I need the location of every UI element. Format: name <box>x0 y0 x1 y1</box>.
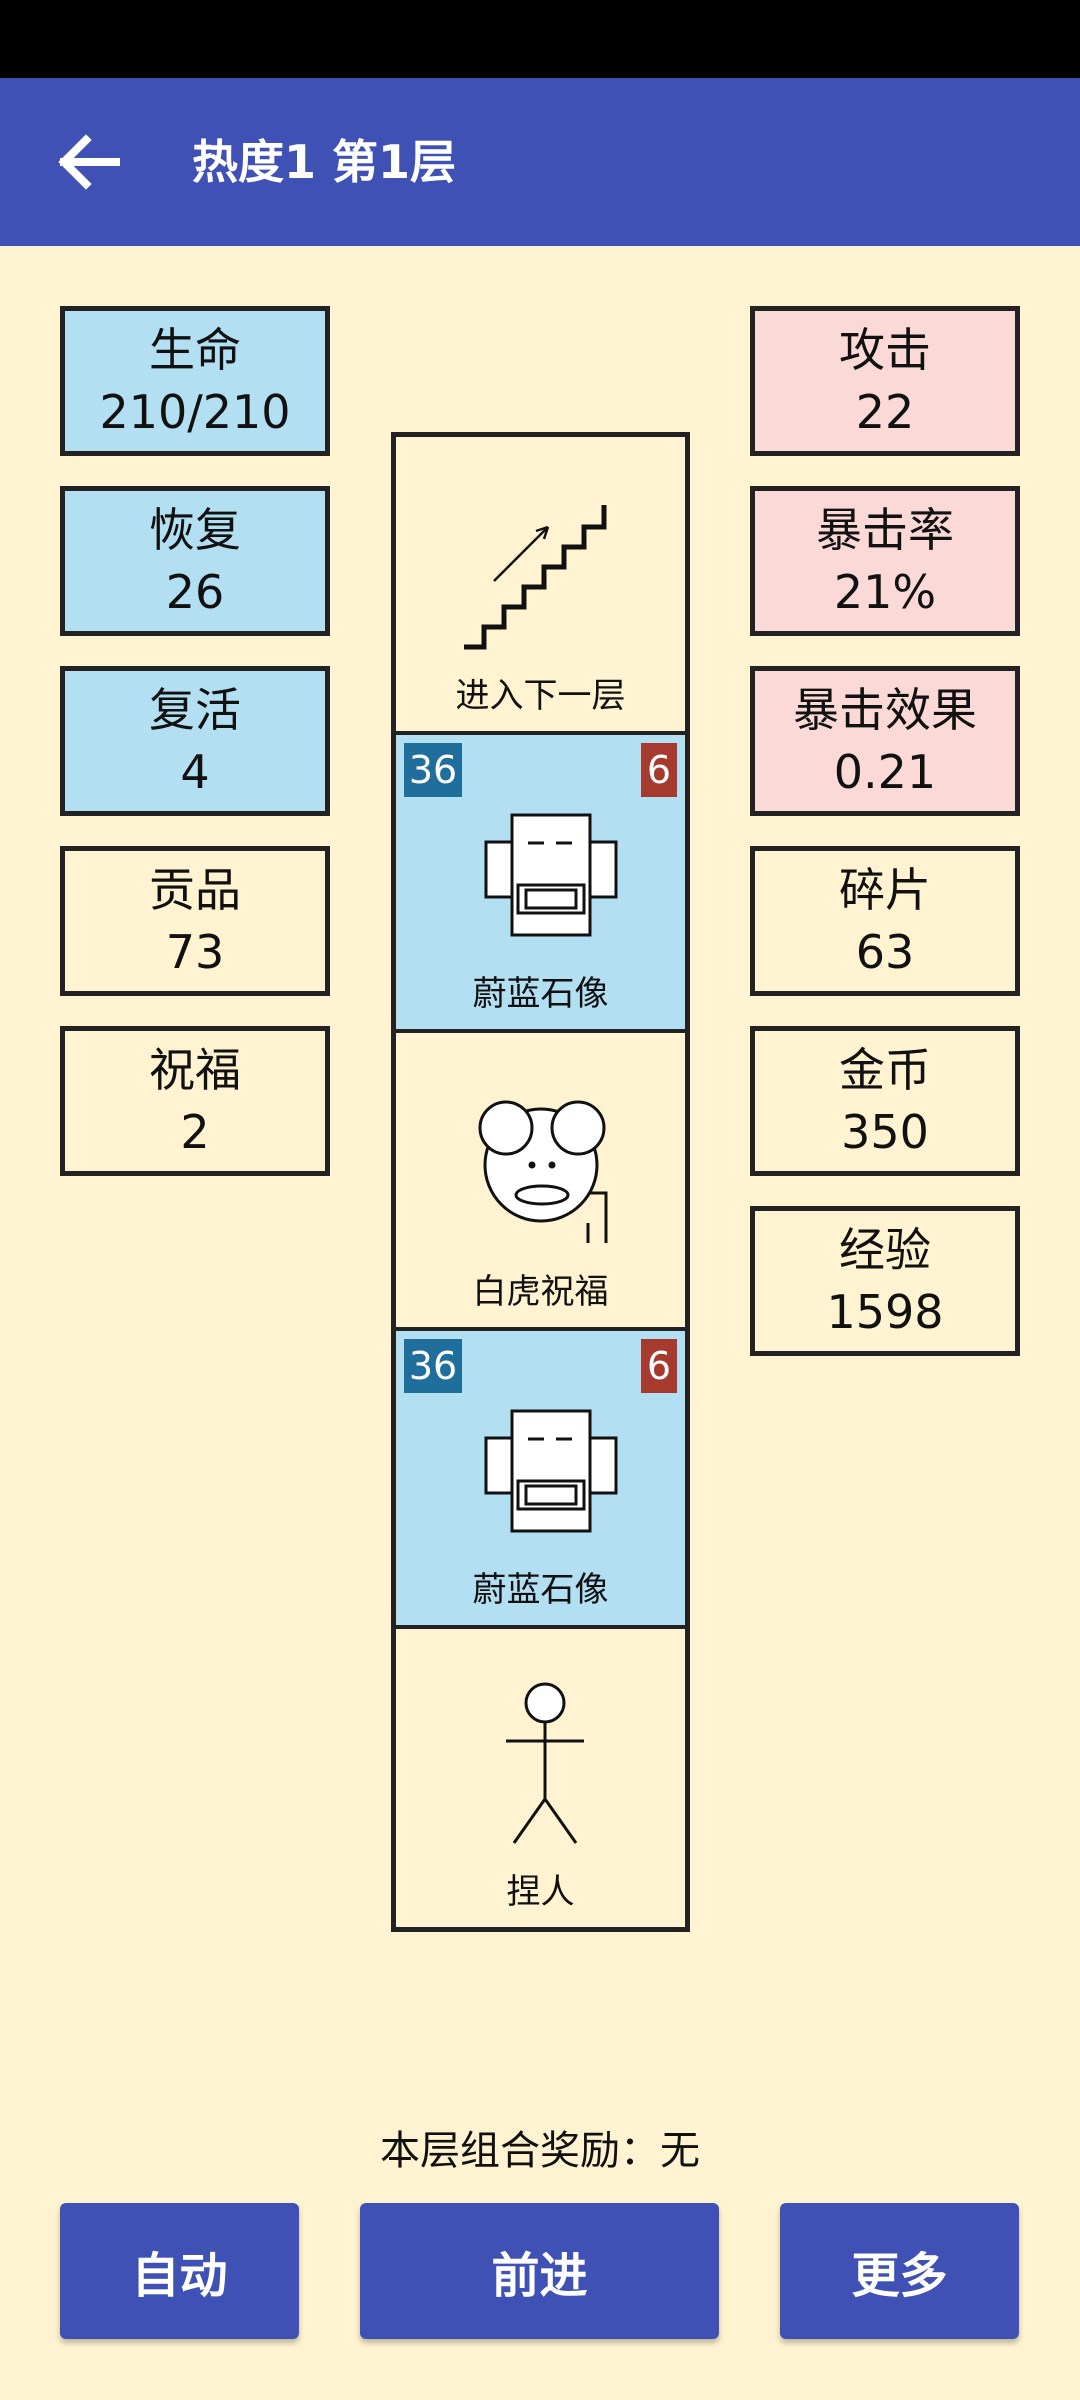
hp-badge: 36 <box>404 1339 462 1393</box>
stat-life: 生命 210/210 <box>60 306 330 456</box>
stat-fragments: 碎片 63 <box>750 846 1020 996</box>
statue-icon <box>484 1409 618 1533</box>
stick-figure-icon <box>506 1682 584 1844</box>
arrow-left-icon <box>58 134 120 190</box>
statue-icon <box>484 813 618 937</box>
stat-label: 复活 <box>149 683 241 737</box>
auto-button[interactable]: 自动 <box>60 2203 299 2339</box>
stat-value: 1598 <box>826 1285 944 1339</box>
stat-label: 恢复 <box>149 503 241 557</box>
stat-label: 碎片 <box>839 863 931 917</box>
stat-label: 生命 <box>149 323 241 377</box>
stat-label: 贡品 <box>149 863 241 917</box>
stat-value: 21% <box>833 565 937 619</box>
floor-bonus-text: 本层组合奖励：无 <box>380 2128 700 2174</box>
stat-gold: 金币 350 <box>750 1026 1020 1176</box>
status-bar <box>0 0 1080 78</box>
tower-cell-character[interactable]: 捏人 <box>396 1629 685 1927</box>
stat-label: 攻击 <box>839 323 931 377</box>
stat-value: 210/210 <box>99 385 291 439</box>
stat-revive: 复活 4 <box>60 666 330 816</box>
cell-name: 蔚蓝石像 <box>472 1570 609 1610</box>
stat-value: 63 <box>855 925 915 979</box>
stat-attack: 攻击 22 <box>750 306 1020 456</box>
stairs-icon <box>464 505 607 650</box>
cell-name: 捏人 <box>506 1872 575 1912</box>
stat-value: 26 <box>165 565 225 619</box>
stat-recovery: 恢复 26 <box>60 486 330 636</box>
stat-label: 暴击率 <box>816 503 954 557</box>
tiger-icon <box>478 1100 608 1243</box>
cell-name: 白虎祝福 <box>472 1272 609 1312</box>
attack-badge: 6 <box>641 1339 677 1393</box>
hp-badge: 36 <box>404 743 462 797</box>
stat-experience: 经验 1598 <box>750 1206 1020 1356</box>
stat-value: 0.21 <box>833 745 937 799</box>
attack-badge: 6 <box>641 743 677 797</box>
stat-value: 22 <box>855 385 915 439</box>
tower-column: 进入下一层 36 6 蔚蓝石像 白虎祝福 36 6 <box>391 432 690 1932</box>
stat-crit-rate: 暴击率 21% <box>750 486 1020 636</box>
stat-blessing: 祝福 2 <box>60 1026 330 1176</box>
stat-value: 350 <box>841 1105 929 1159</box>
back-button[interactable] <box>50 122 130 202</box>
stat-value: 4 <box>180 745 210 799</box>
more-button[interactable]: 更多 <box>780 2203 1019 2339</box>
tower-cell-tiger-blessing[interactable]: 白虎祝福 <box>396 1033 685 1331</box>
stat-value: 73 <box>165 925 225 979</box>
page-title: 热度1 第1层 <box>192 135 457 189</box>
stat-label: 金币 <box>839 1043 931 1097</box>
cell-name: 蔚蓝石像 <box>472 974 609 1014</box>
stat-tribute: 贡品 73 <box>60 846 330 996</box>
stat-label: 经验 <box>839 1223 931 1277</box>
stat-crit-effect: 暴击效果 0.21 <box>750 666 1020 816</box>
tower-cell-statue[interactable]: 36 6 蔚蓝石像 <box>396 735 685 1033</box>
app-bar: 热度1 第1层 <box>0 78 1080 246</box>
stat-label: 祝福 <box>149 1043 241 1097</box>
stat-label: 暴击效果 <box>793 683 977 737</box>
stat-value: 2 <box>180 1105 210 1159</box>
tower-cell-next-floor[interactable]: 进入下一层 <box>396 437 685 735</box>
forward-button[interactable]: 前进 <box>360 2203 719 2339</box>
tower-cell-statue[interactable]: 36 6 蔚蓝石像 <box>396 1331 685 1629</box>
cell-name: 进入下一层 <box>455 676 626 716</box>
